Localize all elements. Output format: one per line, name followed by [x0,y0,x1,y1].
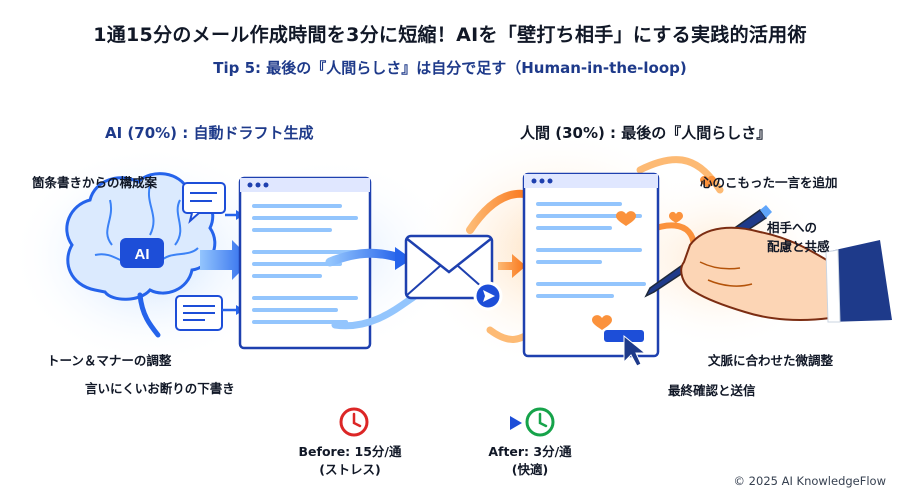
human-section-heading: 人間 (30%) : 最後の『人間らしさ』 [520,124,772,142]
ai-label-outline: 箇条書きからの構成案 [32,175,158,190]
before-time: Before: 15分/通 [298,444,402,459]
cursor-icon [623,334,647,367]
human-label-send: 最終確認と送信 [668,383,756,398]
ai-label-tone: トーン＆マナーの調整 [47,353,172,368]
human-label-empathy-line2: 配慮と共感 [767,239,830,254]
ai-brain-icon: AI [65,172,217,338]
copyright: © 2025 AI KnowledgeFlow [733,474,886,488]
timeline-before: Before: 15分/通 (ストレス) [280,443,420,479]
ai-draft-document [238,176,372,350]
human-label-empathy: 相手への 配慮と共感 [767,218,830,256]
human-edited-document [522,172,660,358]
arrow-right-orange-icon [498,254,526,278]
heart-icons [592,175,716,330]
send-icon [473,281,503,311]
page-title: 1通15分のメール作成時間を3分に短縮！AIを「壁打ち相手」にする実践的活用術 [93,24,807,46]
ai-label-decline-draft: 言いにくいお断りの下書き [85,381,235,396]
before-note: (ストレス) [319,462,381,477]
envelope-icon [404,234,494,300]
ai-chip-label: AI [135,246,150,263]
timeline-after: After: 3分/通 (快適) [460,443,600,479]
chat-bubble-icon [182,182,226,224]
clock-before-icon [339,407,369,437]
human-label-empathy-line1: 相手への [767,220,818,235]
list-bubble-icon [175,295,223,331]
hand-with-pen-icon [644,205,892,323]
clock-after-icon [525,407,555,437]
page-subtitle: Tip 5: 最後の『人間らしさ』は自分で足す（Human-in-the-loo… [213,59,687,77]
after-time: After: 3分/通 [488,444,572,459]
human-label-adjust: 文脈に合わせた微調整 [708,353,834,368]
after-note: (快適) [511,462,549,477]
ai-section-heading: AI (70%) : 自動ドラフト生成 [105,124,314,142]
human-label-heartfelt: 心のこもった一言を追加 [700,175,838,190]
